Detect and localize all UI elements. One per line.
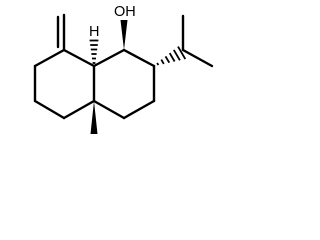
atom-label-junction-h: H (89, 24, 99, 40)
bond-isopropyl-ch-me2 (181, 48, 214, 68)
bond-c1-oh-wedge (120, 20, 128, 50)
atom-label-hydroxyl: OH (114, 4, 136, 20)
bond-c4-c4a (92, 99, 126, 120)
bond-c8-c7 (33, 48, 66, 68)
bond-c5-c4a (62, 99, 96, 120)
bond-c3-c4 (122, 99, 156, 120)
bond-c8a-c1 (92, 48, 126, 68)
bond-c6-c5 (33, 99, 66, 120)
bond-c4a-methyl-wedge (90, 101, 98, 134)
bond-c1-c2 (122, 48, 156, 68)
bond-c2-isopropyl-hashed (156, 46, 187, 66)
bond-c8a-h-hashed (89, 39, 99, 64)
bond-c8a-c8 (62, 48, 96, 68)
molecule-diagram: OH H (33, 4, 214, 134)
